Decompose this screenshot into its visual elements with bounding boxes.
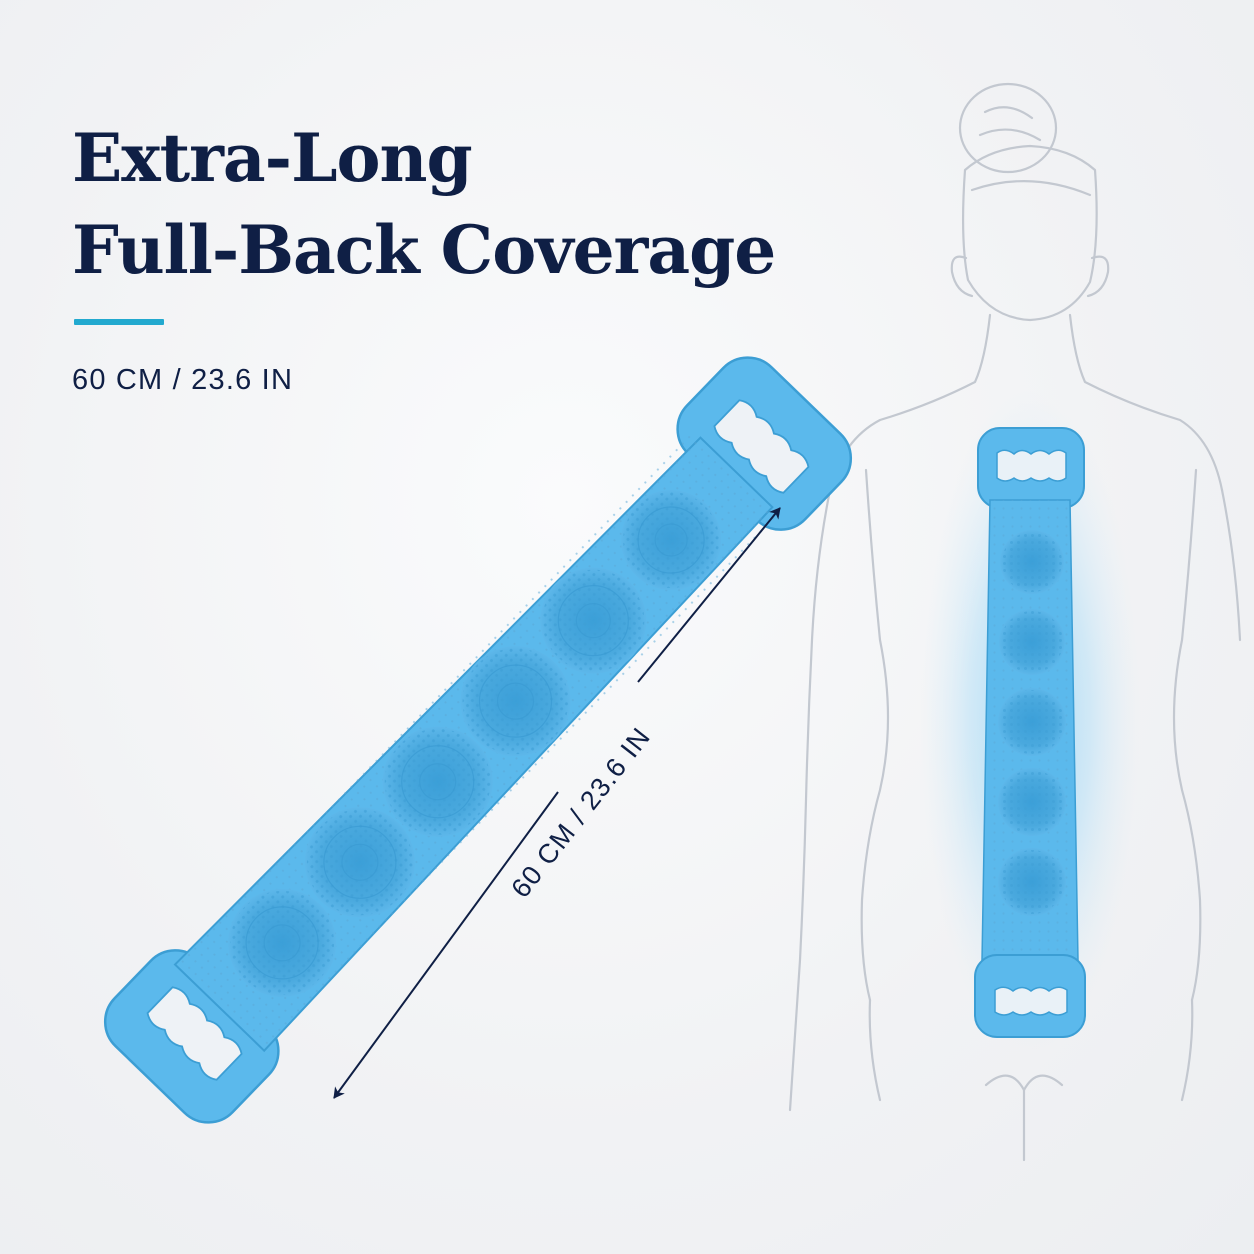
headline: Extra-Long Full-Back Coverage <box>72 112 776 296</box>
headline-line-2: Full-Back Coverage <box>72 211 776 289</box>
dimension-arrow-lower <box>333 791 559 1099</box>
size-spec: 60 CM / 23.6 IN <box>72 364 294 396</box>
accent-divider <box>74 319 164 325</box>
headline-line-1: Extra-Long <box>72 119 473 197</box>
back-scrubber-small-icon <box>974 427 1086 1038</box>
dimension-arrow-upper <box>637 507 781 683</box>
human-back-silhouette-icon <box>788 82 1242 1162</box>
back-scrubber-strap-icon <box>103 356 853 1124</box>
